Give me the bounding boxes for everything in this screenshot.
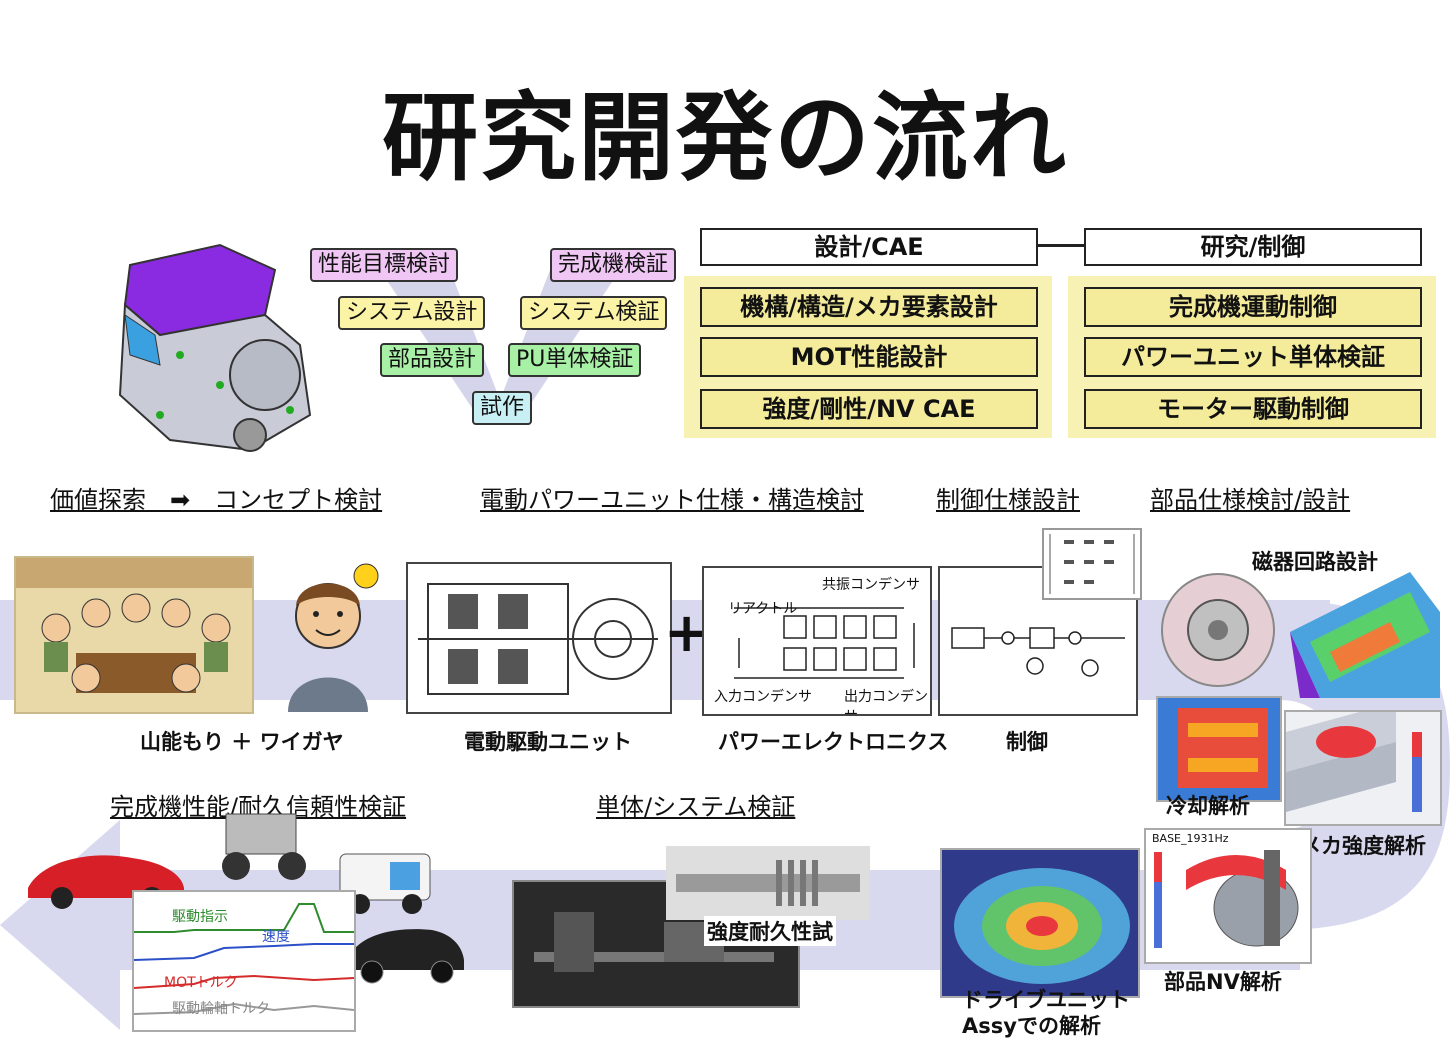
brainstorm-caption: 山能もり ＋ ワイガヤ xyxy=(140,730,344,754)
engine-cart-photo xyxy=(222,813,306,880)
item-mot-design: MOT性能設計 xyxy=(700,337,1038,377)
drive-assy-analysis-image xyxy=(940,848,1140,998)
tag-pu-verification: PU単体検証 xyxy=(508,343,642,377)
drive-unit-caption: 電動駆動ユニット xyxy=(464,730,632,754)
item-vehicle-control: 完成機運動制御 xyxy=(1084,287,1422,327)
reactor-label: リアクトル xyxy=(728,601,798,617)
tag-parts-design: 部品設計 xyxy=(380,343,485,377)
output-cap-label: 出力コンデンサ xyxy=(844,689,928,714)
header-design-cae: 設計/CAE xyxy=(700,228,1038,266)
power-electronics-circuit: リアクトル 共振コンデンサ 入力コンデンサ 出力コンデンサ xyxy=(702,566,932,716)
mech-strength-image xyxy=(1284,710,1442,826)
tag-system-verification: システム検証 xyxy=(520,296,668,330)
drive-assy-caption-1: ドライブユニット xyxy=(962,988,1130,1012)
page-title: 研究開発の流れ xyxy=(382,82,1068,194)
magnetic-circuit-caption: 磁器回路設計 xyxy=(1252,550,1378,574)
motor-stator-image xyxy=(1161,573,1275,687)
tag-performance-target: 性能目標検討 xyxy=(310,248,459,282)
tag-complete-verification: 完成機検証 xyxy=(550,248,677,282)
item-mechanism-design: 機構/構造/メカ要素設計 xyxy=(700,287,1038,327)
parts-nv-image: BASE_1931Hz xyxy=(1144,828,1312,964)
item-strength-cae: 強度/剛性/NV CAE xyxy=(700,389,1038,429)
input-cap-label: 入力コンデンサ xyxy=(714,689,812,705)
power-unit-illustration xyxy=(118,243,312,452)
suv-photo xyxy=(348,929,464,984)
graph-label-speed: 速度 xyxy=(262,929,290,945)
drive-shaft-photo xyxy=(666,846,870,920)
idea-person-illustration xyxy=(288,563,379,712)
cooling-analysis-caption: 冷却解析 xyxy=(1166,794,1250,818)
control-caption: 制御 xyxy=(1006,730,1048,754)
plus-sign: + xyxy=(664,601,710,664)
drive-unit-drawing xyxy=(406,562,672,714)
section-concept: 価値探索 ➡ コンセプト検討 xyxy=(50,486,383,514)
graph-label-axle-torque: 駆動輪軸トルク xyxy=(172,1001,270,1017)
cooling-analysis-image xyxy=(1156,696,1282,802)
header-research-control: 研究/制御 xyxy=(1084,228,1422,266)
mech-strength-caption: メカ強度解析 xyxy=(1300,834,1426,858)
state-space-matrix xyxy=(1042,528,1142,600)
graph-label-mot-torque: MOTトルク xyxy=(164,975,238,991)
brainstorm-illustration xyxy=(14,556,254,714)
section-structure: 電動パワーユニット仕様・構造検討 xyxy=(480,486,864,514)
section-control-spec: 制御仕様設計 xyxy=(936,486,1080,514)
nv-mode-label: BASE_1931Hz xyxy=(1152,832,1229,845)
vehicle-test-graph: 駆動指示 速度 MOTトルク 駆動輪軸トルク xyxy=(132,890,356,1032)
power-electronics-caption: パワーエレクトロニクス xyxy=(718,730,949,754)
strength-test-caption: 強度耐久性試 xyxy=(704,916,836,946)
graph-label-drive-cmd: 駆動指示 xyxy=(172,909,228,925)
section-unit-verify: 単体/システム検証 xyxy=(596,793,796,821)
tag-system-design: システム設計 xyxy=(338,296,486,330)
magnetic-field-simulation xyxy=(1290,572,1440,698)
item-motor-control: モーター駆動制御 xyxy=(1084,389,1422,429)
parts-nv-caption: 部品NV解析 xyxy=(1164,970,1282,994)
drive-assy-caption-2: Assyでの解析 xyxy=(962,1014,1101,1038)
tag-prototype: 試作 xyxy=(472,391,533,425)
resonant-cap-label: 共振コンデンサ xyxy=(822,577,920,593)
section-parts-spec: 部品仕様検討/設計 xyxy=(1150,486,1351,514)
item-pu-verify: パワーユニット単体検証 xyxy=(1084,337,1422,377)
header-connector xyxy=(1036,244,1084,247)
